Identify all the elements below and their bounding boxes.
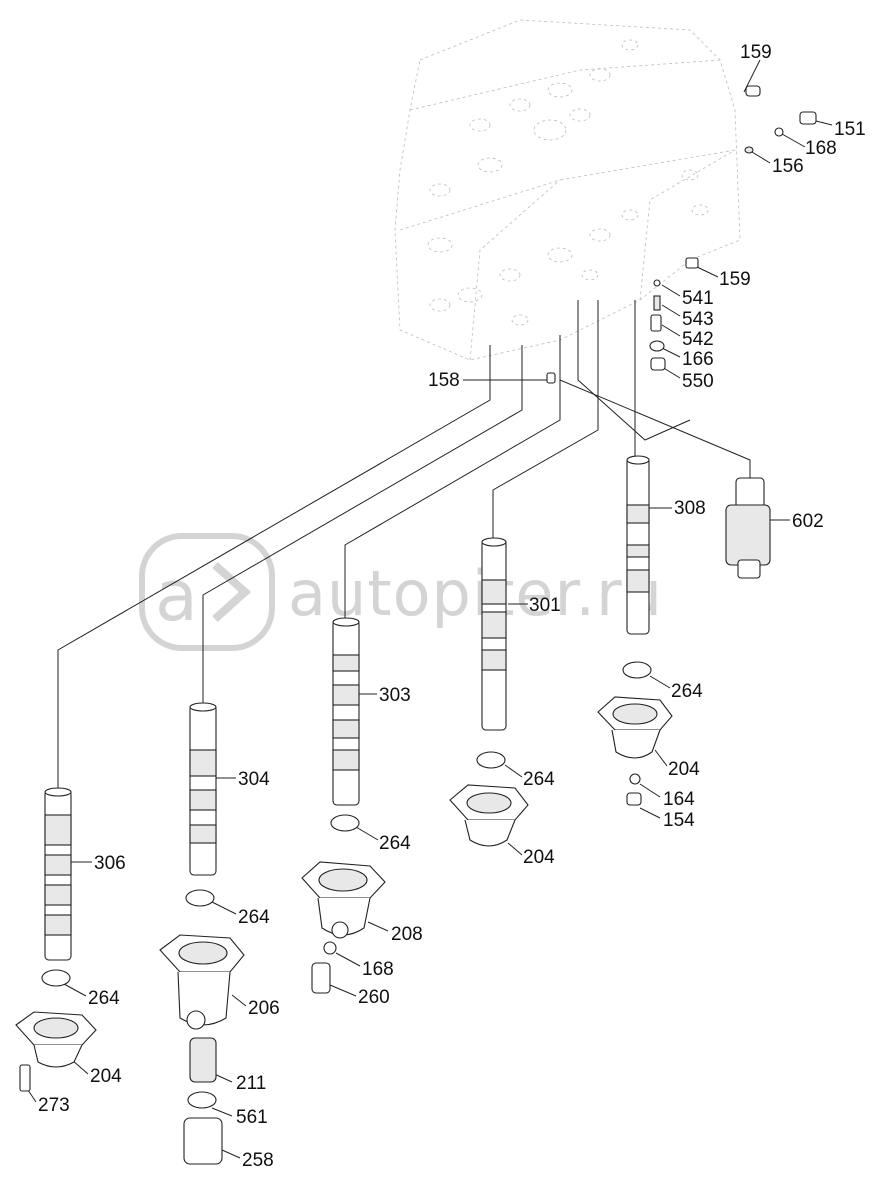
cover-204-left	[15, 1011, 97, 1092]
label-208: 208	[391, 924, 423, 945]
label-164: 164	[663, 789, 695, 810]
label-264-d: 264	[238, 907, 270, 928]
spool-304	[189, 702, 217, 876]
spool-308	[626, 455, 650, 635]
o-ring-168-top	[774, 127, 784, 137]
label-156: 156	[772, 156, 804, 177]
label-168-top: 168	[805, 138, 837, 159]
label-602: 602	[792, 511, 824, 532]
label-211: 211	[236, 1073, 266, 1094]
plug-159-lower	[685, 257, 699, 269]
o-rings-264	[41, 661, 652, 987]
ball-541	[653, 279, 661, 287]
label-543: 543	[682, 309, 714, 330]
label-204-b: 204	[523, 847, 555, 868]
label-264-a: 264	[671, 681, 703, 702]
label-159-lower: 159	[719, 269, 751, 290]
cover-208	[301, 861, 386, 994]
label-303: 303	[379, 685, 411, 706]
plug-158	[546, 372, 556, 384]
lower-parts-206	[183, 1037, 223, 1165]
label-542: 542	[682, 329, 714, 350]
spool-303	[332, 617, 360, 806]
spool-306	[44, 787, 72, 961]
small-parts	[546, 85, 817, 384]
label-206: 206	[248, 998, 280, 1019]
orifice-156	[744, 146, 754, 154]
watermark: a autopiter.ru	[139, 533, 662, 651]
plug-550	[650, 357, 666, 371]
label-204-a: 204	[668, 759, 700, 780]
poppet-542	[650, 314, 662, 332]
label-260: 260	[358, 987, 390, 1008]
spring-543	[653, 295, 661, 311]
label-273: 273	[38, 1095, 70, 1116]
label-550: 550	[682, 371, 714, 392]
label-159-top: 159	[740, 42, 772, 63]
label-258: 258	[242, 1150, 274, 1171]
label-204-c: 204	[90, 1066, 122, 1087]
plug-159-top	[745, 85, 761, 97]
valve-body-ghost	[394, 19, 741, 361]
cover-204-middle	[449, 784, 529, 847]
plug-151	[799, 111, 817, 125]
label-541: 541	[682, 288, 714, 309]
label-561: 561	[236, 1107, 268, 1128]
cover-206	[159, 934, 245, 1030]
label-264-e: 264	[88, 988, 120, 1009]
label-264-b: 264	[523, 769, 555, 790]
label-168-bottom: 168	[362, 959, 394, 980]
label-158: 158	[428, 370, 460, 391]
label-264-c: 264	[379, 833, 411, 854]
o-ring-166	[649, 340, 665, 352]
relief-valve-602	[725, 477, 771, 579]
cover-204-right	[597, 696, 673, 806]
label-306: 306	[94, 853, 126, 874]
label-151: 151	[834, 119, 866, 140]
svg-text:a: a	[155, 555, 199, 637]
callout-labels: 159 151 168 156 159 541 543 542 166 550 …	[38, 42, 866, 1171]
label-154: 154	[663, 810, 695, 831]
label-308: 308	[674, 498, 706, 519]
label-304: 304	[238, 769, 270, 790]
label-166: 166	[682, 349, 714, 370]
label-301: 301	[529, 595, 561, 616]
leader-lines	[27, 59, 833, 1159]
spool-301	[481, 537, 507, 731]
